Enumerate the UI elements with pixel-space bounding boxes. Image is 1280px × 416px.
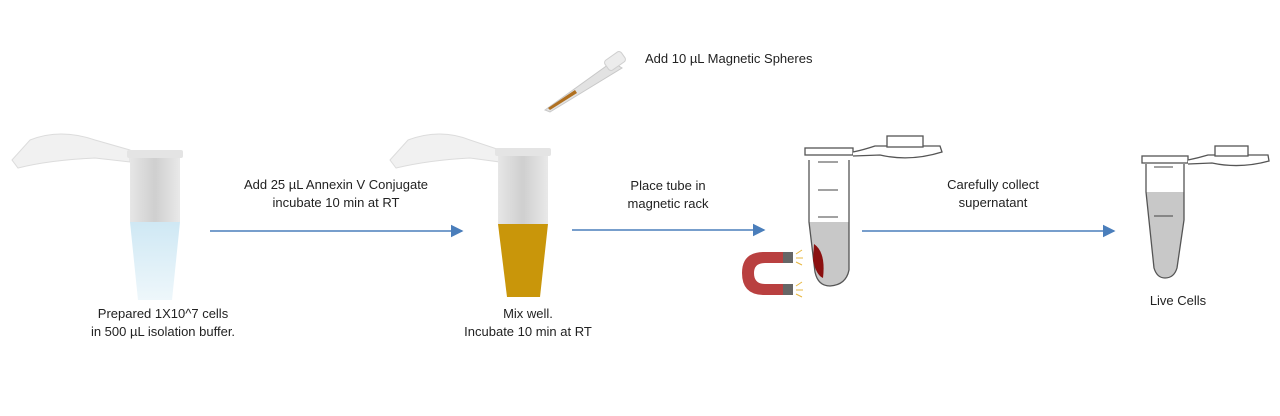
- step4-caption: Live Cells: [1149, 293, 1207, 308]
- caption-line: magnetic rack: [627, 196, 709, 211]
- tube-in-magnetic-rack: [804, 135, 943, 287]
- caption-line: Add 25 µL Annexin V Conjugate: [243, 177, 429, 192]
- caption-line: incubate 10 min at RT: [272, 195, 400, 210]
- pipette-caption: Add 10 µL Magnetic Spheres: [645, 51, 813, 66]
- step2-caption: Mix well. Incubate 10 min at RT: [428, 305, 628, 341]
- arrow2-caption: Place tube in magnetic rack: [598, 177, 738, 213]
- caption-line: in 500 µL isolation buffer.: [90, 324, 236, 339]
- step1-caption: Prepared 1X10^7 cells in 500 µL isolatio…: [63, 305, 263, 341]
- tube-live-cells: [1141, 145, 1270, 279]
- tube-prepared-cells: [11, 133, 183, 300]
- magnet-icon: [742, 249, 803, 298]
- tube-conjugate-mix: [389, 133, 551, 297]
- pipette-tip-icon: [543, 51, 626, 113]
- caption-line: Carefully collect: [947, 177, 1039, 192]
- magnetic-beads: [813, 244, 824, 278]
- arrow3-caption: Carefully collect supernatant: [923, 176, 1063, 212]
- caption-line: Prepared 1X10^7 cells: [97, 306, 229, 321]
- caption-line: supernatant: [958, 195, 1028, 210]
- caption-line: Mix well.: [503, 306, 553, 321]
- caption-line: Incubate 10 min at RT: [464, 324, 592, 339]
- arrow1-caption: Add 25 µL Annexin V Conjugate incubate 1…: [216, 176, 456, 212]
- caption-line: Place tube in: [630, 178, 706, 193]
